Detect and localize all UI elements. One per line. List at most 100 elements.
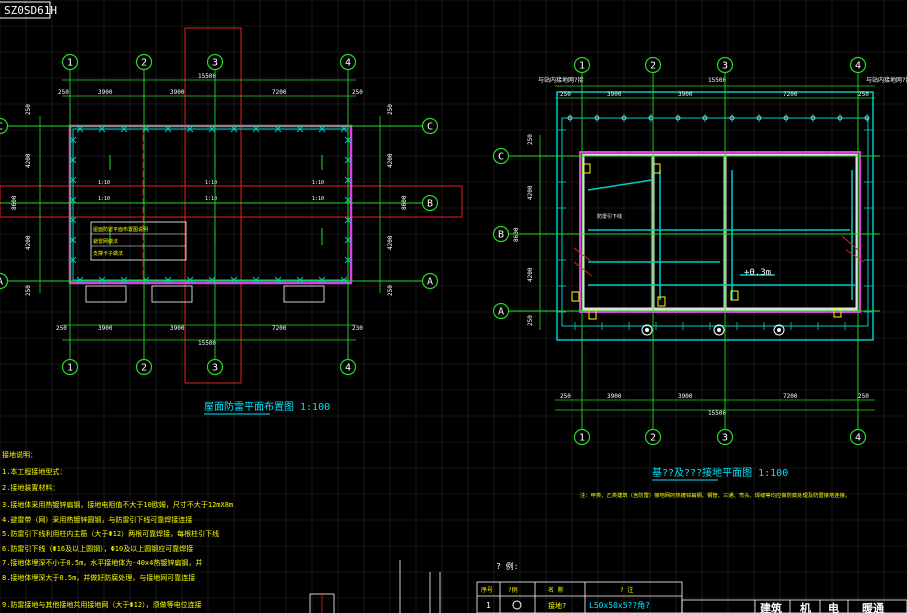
axis-bubble-4-label: 4 [345,58,351,69]
gutter-box [283,285,325,303]
axis-bubble-2-label: 2 [141,363,147,374]
support-mark [69,156,77,164]
support-mark [69,216,77,224]
left-plan-axis-grid: 11223344CCBAA [0,53,439,376]
support-mark [296,125,304,133]
axis-bubble-3-circle [716,428,734,446]
dim-total: 15500 [708,77,726,84]
dim-text: 4200 [387,235,394,250]
column-3-highlight [184,27,242,384]
foundation-wall [581,153,859,311]
dim-text: 3900 [678,393,693,400]
note-line: 9.防雷接地与其他接地共用接地网（大于Φ12），须做等电位连接 [2,600,202,609]
title-block-cell: 暖通 [862,601,884,613]
left-roof-plan[interactable]: 1:10 1:10 1:10 1:10 1:10 1:10 屋面防雷平面布置图说… [0,27,463,415]
dim-text: 3900 [98,89,113,96]
dim-text: 3900 [170,89,185,96]
support-mark [69,236,77,244]
support-mark [318,276,326,284]
axis-bubble-4-circle [849,56,867,74]
support-mark [76,125,84,133]
axis-bubble-4-label: 4 [855,61,861,72]
dim-text: 4200 [527,267,534,282]
support-mark [252,125,260,133]
legend-header: 序号 [481,586,493,594]
ground-connection-label: 与站内接地网?接 [538,76,584,84]
dim-text: 250 [387,104,394,115]
support-mark [230,276,238,284]
axis-b-highlight [0,185,463,218]
axis-bubble-3-circle [716,56,734,74]
axis-bubble-2-label: 2 [650,433,656,444]
dim-total: 15500 [198,73,216,80]
axis-bubble-A-label: A [427,277,433,288]
support-mark [98,125,106,133]
support-mark [76,276,84,284]
dim-text: 250 [560,91,571,98]
axis-bubble-3-circle [206,358,224,376]
axis-bubble-3-label: 3 [722,61,728,72]
left-plan-title: 屋面防雷平面布置图 1:100 [204,400,330,413]
ground-connection-label: 与站内接地网?接 [866,76,907,84]
axis-bubble-2-label: 2 [650,61,656,72]
ground-rods [641,324,785,336]
slope-label: 1:10 [312,180,324,186]
axis-bubble-C-circle [421,117,439,135]
dim-text: 250 [527,134,534,145]
grounding-ring-inner [561,117,869,327]
support-mark [296,276,304,284]
axis-bubble-C-circle [492,147,510,165]
axis-bubble-4-circle [339,53,357,71]
axis-bubble-C-label: C [498,152,504,163]
roof-note-line: 支撑卡子做法 [93,250,123,257]
axis-bubble-1-label: 1 [67,58,73,69]
axis-bubble-B-circle [492,225,510,243]
axis-bubble-C-label: C [427,122,433,133]
legend-header: ? 注 [620,586,633,594]
support-mark [208,276,216,284]
slope-label: 1:10 [205,180,217,186]
dim-text: 250 [858,393,869,400]
axis-bubble-4-circle [849,428,867,446]
axis-bubble-1-label: 1 [67,363,73,374]
support-mark [186,125,194,133]
axis-bubble-3-label: 3 [212,363,218,374]
support-mark [120,125,128,133]
roof-note-line: 避雷网做法 [93,238,118,245]
note-line: 6.防雷引下线（Φ16及以上圆钢），Φ10及以上圆钢应可靠焊接 [2,544,193,553]
support-mark [318,125,326,133]
dim-text: 7200 [272,89,287,96]
down-conductor-label: 防雷引下线 [597,213,622,220]
grounding-ring [556,91,874,341]
conductor-support-marks [69,125,352,284]
axis-bubble-C-label: C [0,122,3,133]
support-mark [340,125,348,133]
legend-cell: 接地? [548,601,566,610]
foundation-outline [579,151,861,313]
axis-bubble-2-circle [644,428,662,446]
dim-text: 3900 [607,91,622,98]
legend-header: 名 称 [548,586,564,594]
dim-text: 3900 [678,91,693,98]
right-plan-title: 基??及???接地平面图 1:100 [652,466,788,479]
dim-text: 250 [25,285,32,296]
dim-text: 4200 [25,153,32,168]
general-notes: 接地说明： 1.本工程接地型式： 2.接地装置材料： 3.接地体采用热镀锌扁钢，… [2,450,233,609]
dim-text: 3900 [170,325,185,332]
note-line: 1.本工程接地型式： [2,467,66,476]
note-line: 8.接地体埋深大于0.5m，并做好防腐处理，与接地网可靠连接 [2,573,195,582]
note-line: 接地说明： [2,450,37,459]
dim-text: 250 [352,89,363,96]
dim-text: 250 [560,393,571,400]
support-mark [340,276,348,284]
right-plan-note: 注：甲类、乙类建筑（含防雷）接地网的热镀锌扁钢、钢管、三通、弯头、焊缝等均应做防… [580,491,850,499]
dim-text: 8600 [513,227,520,242]
axis-bubble-2-circle [135,358,153,376]
title-block-cell: 电 [828,601,839,613]
ground-rod-icon [512,600,522,610]
note-line: 3.接地体采用热镀锌扁钢，接地电阻值不大于10欧姆，尺寸不大于12mX8m [2,500,233,509]
dim-text: 250 [58,89,69,96]
legend-table: ? 例: 序号 ?例 名 称 ? 注 1 接地? L50x50x5??角? [476,561,683,613]
